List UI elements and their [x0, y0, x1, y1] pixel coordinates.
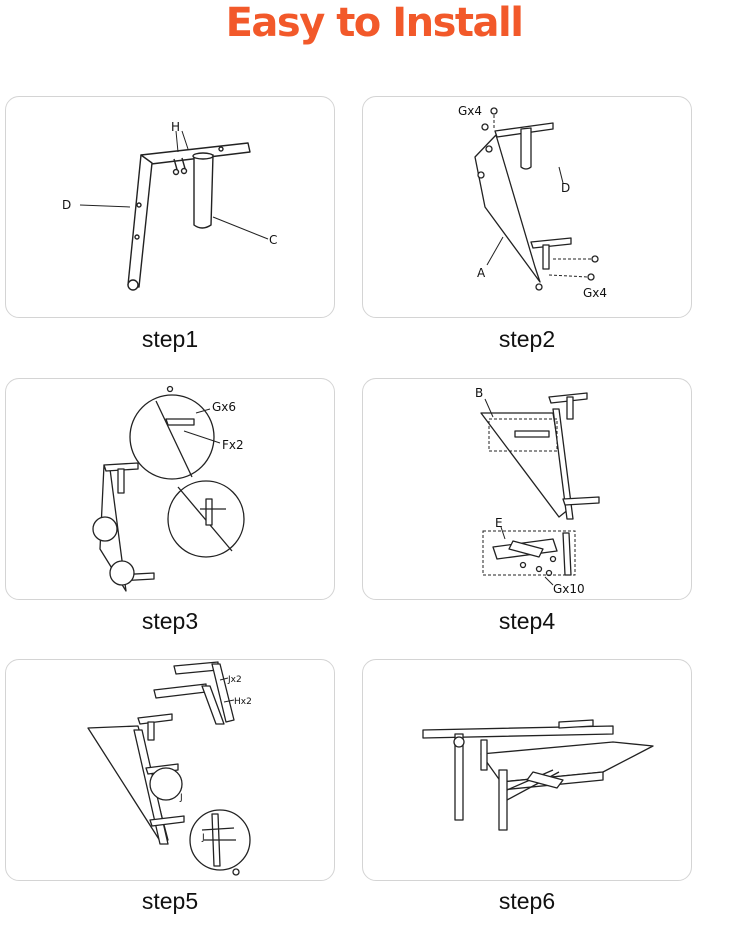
step6-card — [362, 659, 692, 881]
step1-callout-h: H — [171, 120, 180, 134]
step1-card: H D C — [5, 96, 335, 318]
step4-callout-e: E — [495, 516, 503, 530]
step5-illustration: Jx2 Hx2 J J — [87, 661, 252, 876]
step3-card: Gx6 Fx2 — [5, 378, 335, 600]
step1-label: step1 — [141, 326, 199, 352]
step6-label: step6 — [498, 888, 556, 914]
step4-callout-g: Gx10 — [553, 582, 585, 596]
step5-card: Jx2 Hx2 J J — [5, 659, 335, 881]
step6-illustration — [422, 719, 654, 831]
step3-callout-g: Gx6 — [212, 400, 236, 414]
step3-callout-f: Fx2 — [222, 438, 244, 452]
step2-callout-a: A — [477, 266, 486, 280]
step2-callout-d: D — [561, 181, 570, 195]
step3-illustration: Gx6 Fx2 — [92, 385, 245, 592]
step2-card: Gx4 D A Gx4 — [362, 96, 692, 318]
step4-card: B E Gx10 — [362, 378, 692, 600]
step2-label: step2 — [498, 326, 556, 352]
step5-callout-j1: J — [179, 793, 183, 803]
step4-callout-b: B — [475, 386, 483, 400]
step5-callout-jx2: Jx2 — [227, 675, 242, 685]
step2-callout-g2: Gx4 — [583, 286, 607, 300]
step5-label: step5 — [141, 888, 199, 914]
step2-callout-g1: Gx4 — [458, 104, 482, 118]
step3-label: step3 — [141, 608, 199, 634]
step2-illustration: Gx4 D A Gx4 — [458, 104, 607, 300]
step5-callout-hx2: Hx2 — [234, 697, 252, 707]
step4-label: step4 — [498, 608, 556, 634]
step1-callout-c: C — [269, 233, 277, 247]
page-title: Easy to Install — [225, 0, 524, 46]
step1-illustration: H D C — [62, 120, 277, 291]
step4-illustration: B E Gx10 — [475, 386, 600, 596]
step1-callout-d: D — [62, 198, 71, 212]
step5-callout-j2: J — [201, 833, 205, 843]
